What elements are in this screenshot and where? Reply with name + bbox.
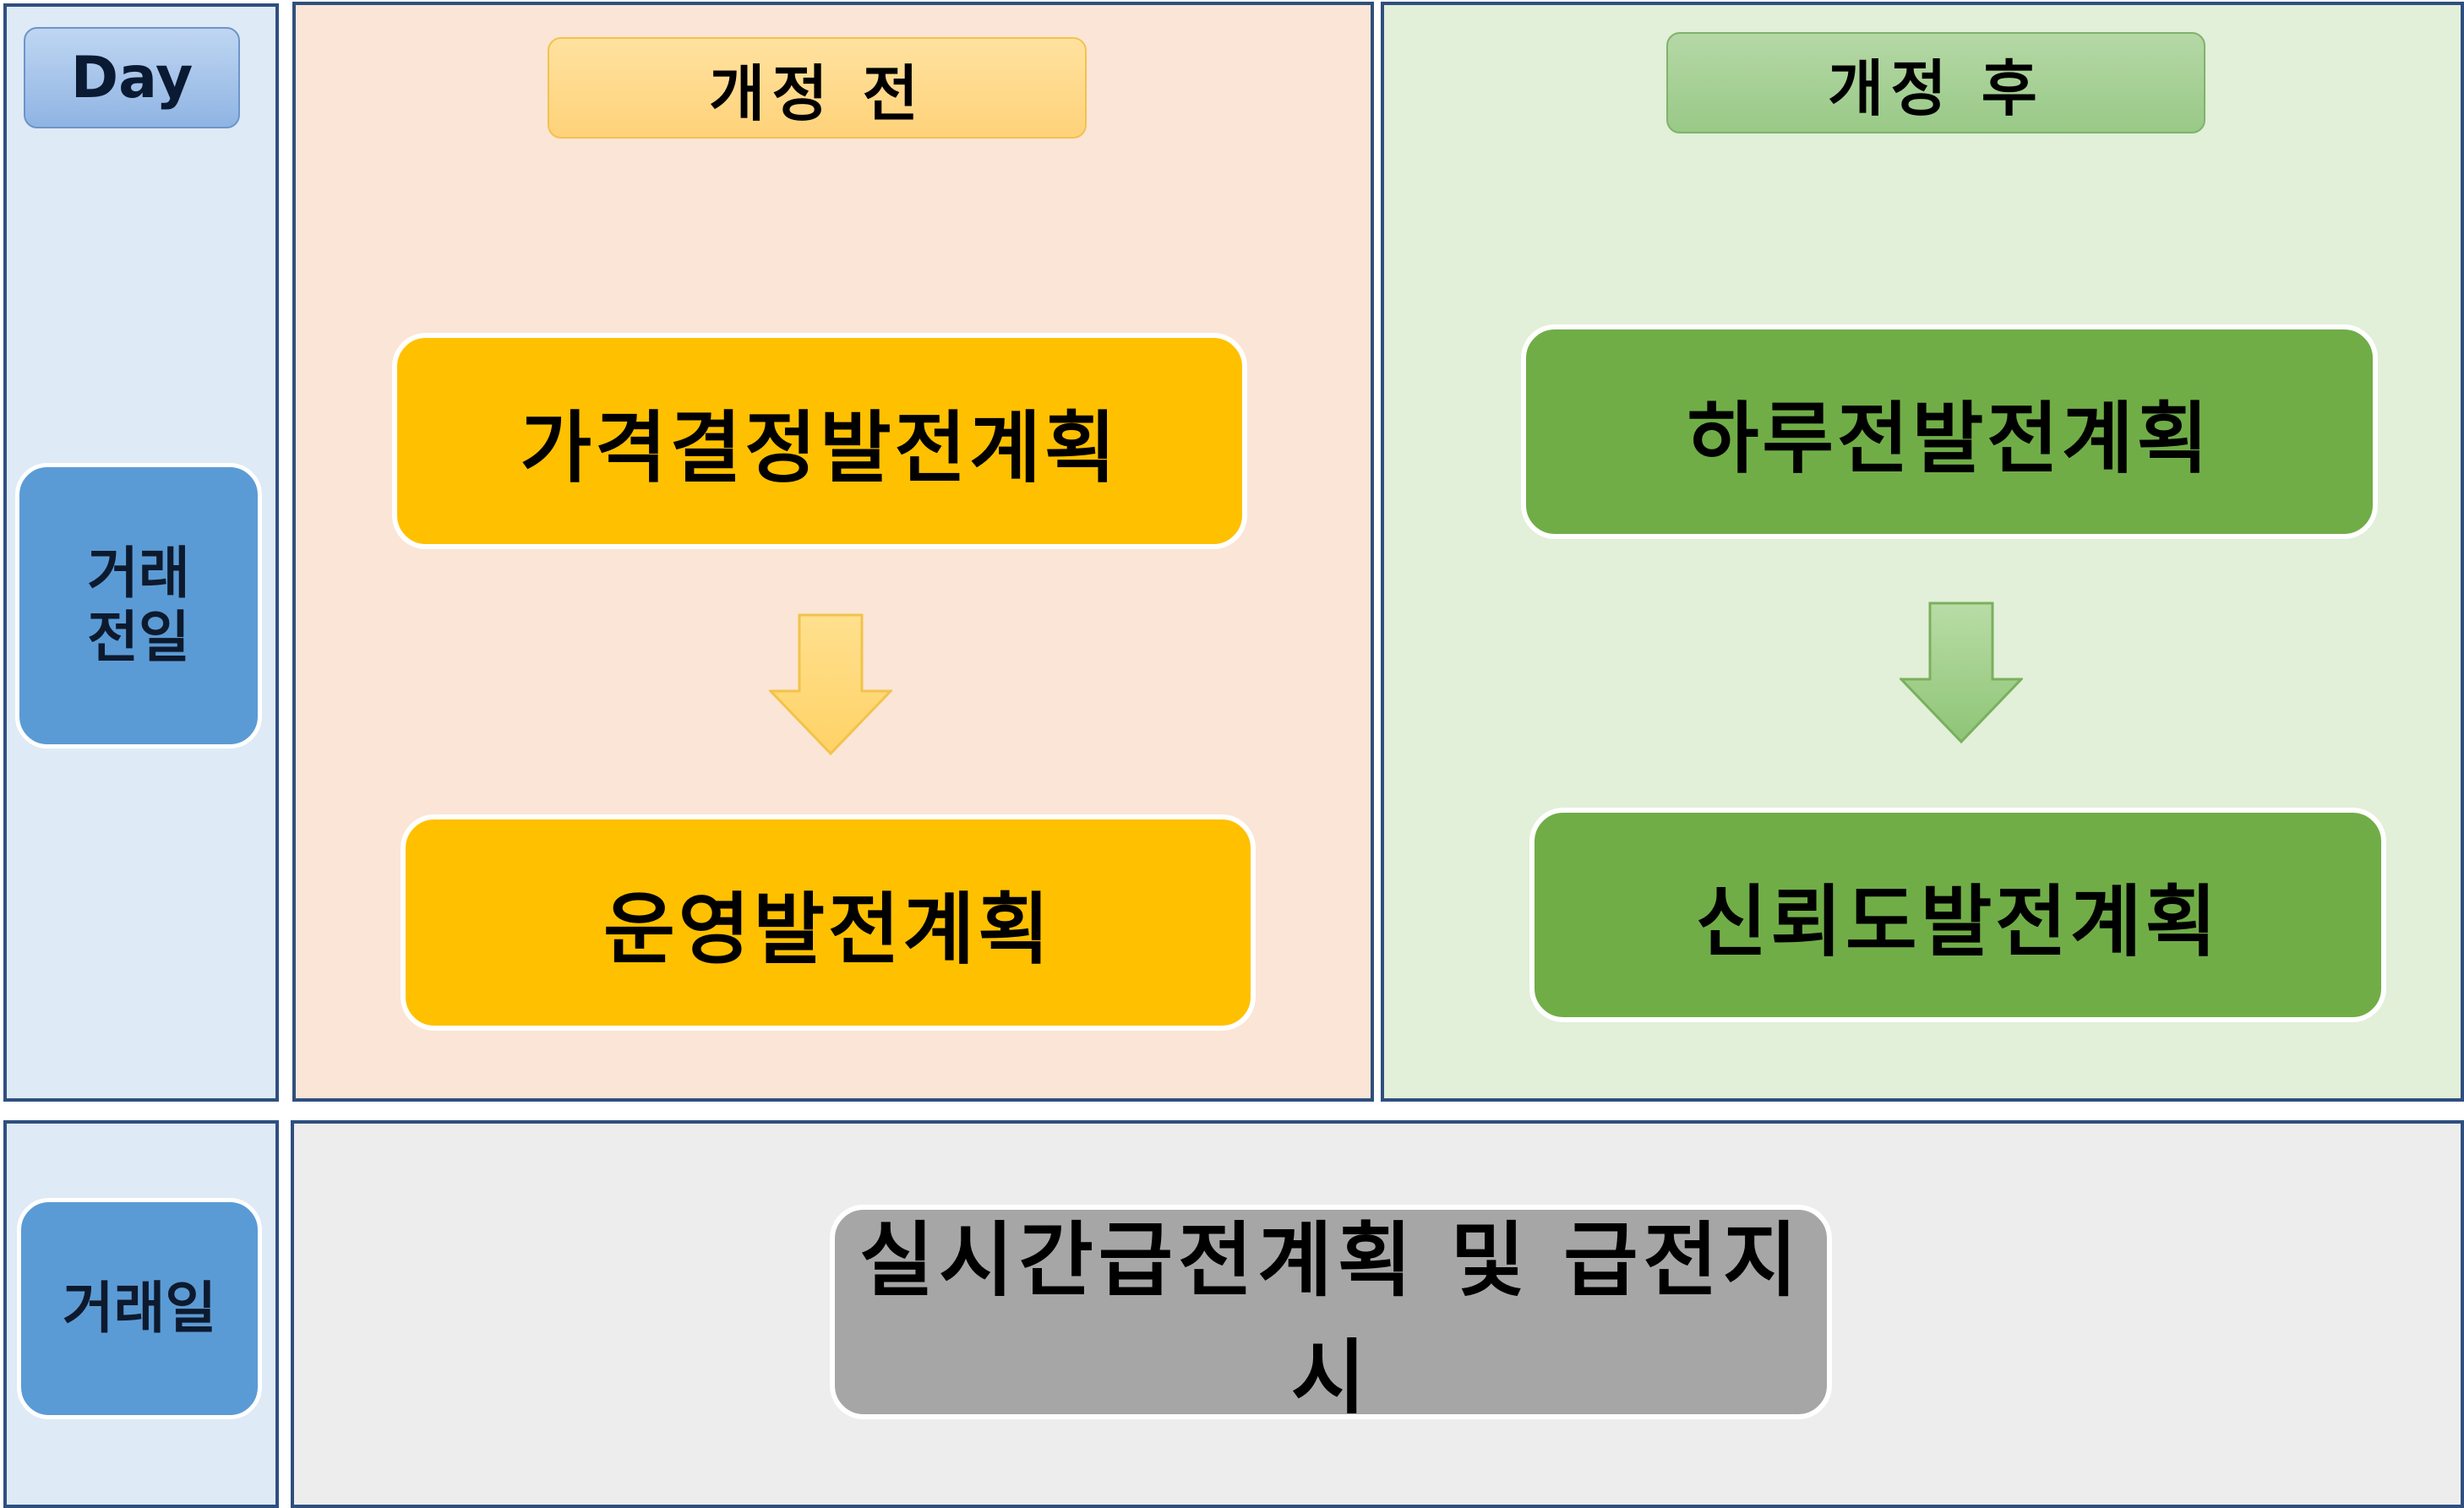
- price-setting-generation-plan-box: 가격결정발전계획: [392, 333, 1247, 549]
- previous-day-label: 거래 전일: [15, 463, 262, 749]
- down-arrow-icon: [769, 613, 892, 755]
- reliability-generation-plan-box: 신뢰도발전계획: [1529, 808, 2386, 1022]
- before-revision-header: 개정 전: [548, 37, 1087, 139]
- down-arrow-icon: [1900, 602, 2023, 743]
- day-header: Day: [24, 27, 240, 128]
- after-revision-header: 개정 후: [1666, 32, 2205, 133]
- day-ahead-generation-plan-box: 하루전발전계획: [1521, 324, 2378, 539]
- operating-generation-plan-box: 운영발전계획: [401, 814, 1256, 1031]
- trading-day-label: 거래일: [17, 1198, 262, 1419]
- real-time-dispatch-plan-box: 실시간급전계획 및 급전지시: [830, 1205, 1832, 1425]
